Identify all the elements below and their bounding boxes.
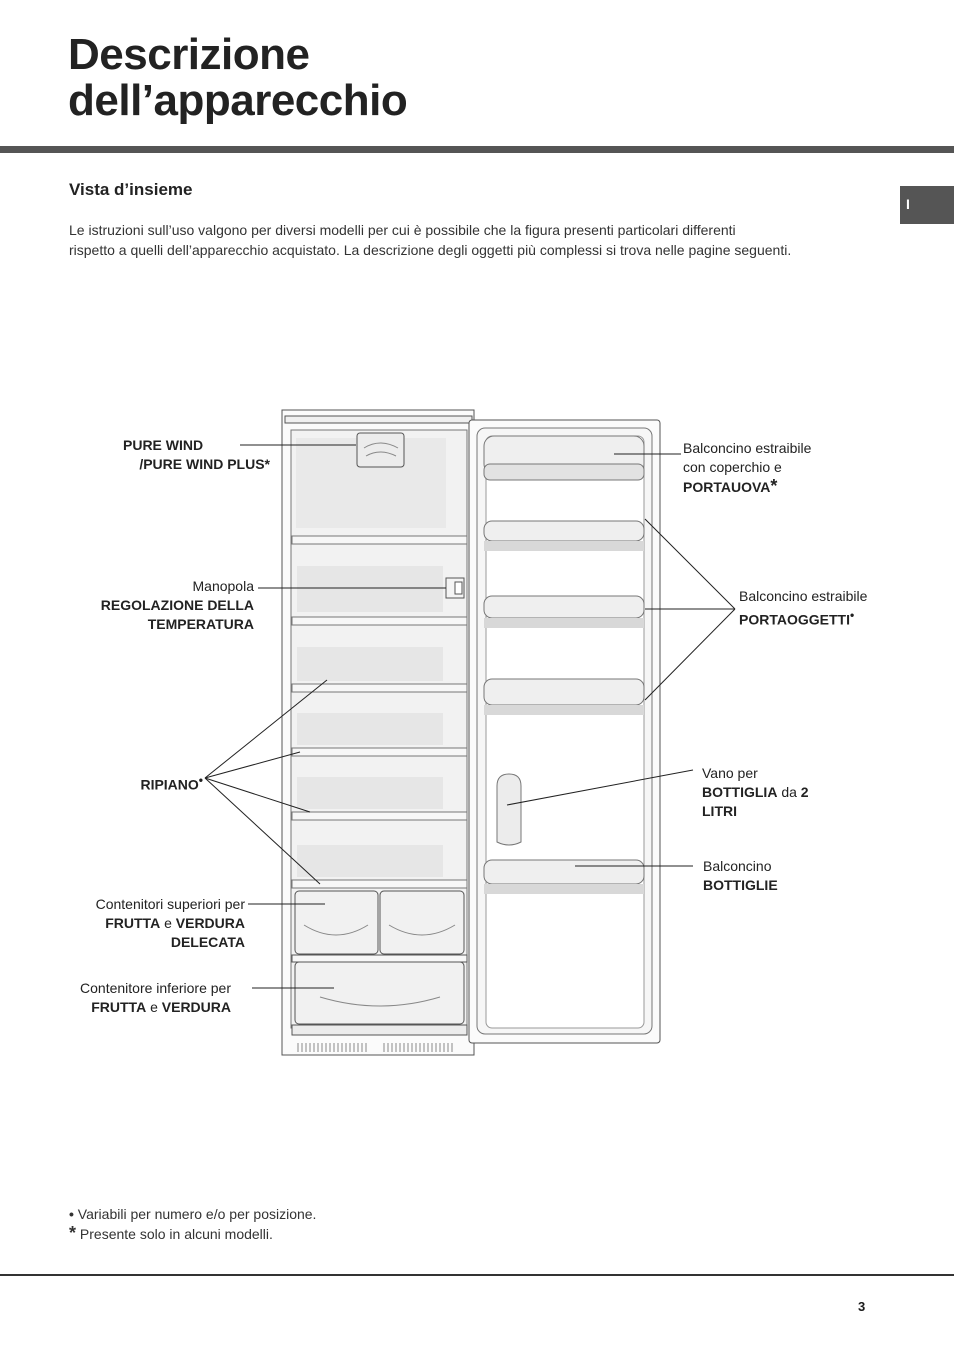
pure-wind-fan <box>356 432 405 468</box>
label-bottle-holder-line3: LITRI <box>702 803 737 819</box>
label-door-bins: Balconcino estraibile PORTAOGGETTI• <box>739 587 939 630</box>
door-bin-2 <box>483 595 645 619</box>
label-egg-tray-line3: PORTAUOVA <box>683 479 771 495</box>
label-thermostat-line1: Manopola <box>192 578 255 594</box>
label-lower-crisper-line1: Contenitore inferiore per <box>80 980 231 996</box>
label-upper-crispers-veg: VERDURA <box>175 915 245 931</box>
bottle-holder <box>496 773 522 846</box>
label-door-bins-line1: Balconcino estraibile <box>739 588 868 604</box>
shelf-3 <box>291 683 468 693</box>
label-thermostat-line3: TEMPERATURA <box>147 616 254 632</box>
label-shelf-mark: • <box>198 773 203 787</box>
label-upper-crispers-fruit: FRUTTA <box>105 915 161 931</box>
language-tab-label: I <box>906 196 910 212</box>
label-lower-crisper: Contenitore inferiore per FRUTTA e VERDU… <box>31 979 231 1017</box>
note-2-mark: * <box>69 1223 77 1243</box>
label-upper-crispers-conj: e <box>160 915 176 931</box>
label-bottle-bin-line1: Balconcino <box>703 858 772 874</box>
label-bottle-bin: Balconcino BOTTIGLIE <box>703 857 903 895</box>
label-bottle-holder-size: 2 <box>800 784 809 800</box>
crisper-drawer-right <box>379 890 465 955</box>
label-thermostat-line2: REGOLAZIONE DELLA <box>100 597 254 613</box>
lower-crisper-drawer <box>294 961 465 1025</box>
door-bin-3 <box>483 678 645 706</box>
label-lower-crisper-veg: VERDURA <box>161 999 231 1015</box>
title-line-1: Descrizione <box>68 30 310 79</box>
crisper-drawer-left <box>294 890 379 955</box>
label-bottle-holder-conj: da <box>777 784 801 800</box>
intro-line-2: rispetto a quelli dell’apparecchio acqui… <box>69 242 792 258</box>
label-pure-wind-line2: /PURE WIND PLUS* <box>139 456 270 472</box>
label-lower-crisper-conj: e <box>146 999 162 1015</box>
label-bottle-holder: Vano per BOTTIGLIA da 2 LITRI <box>702 764 902 821</box>
label-pure-wind: PURE WIND /PURE WIND PLUS* <box>100 436 270 474</box>
label-egg-tray-mark: * <box>770 476 778 496</box>
label-upper-crispers-line1: Contenitori superiori per <box>95 896 245 912</box>
bottle-bin <box>483 859 645 885</box>
label-egg-tray-line2: con coperchio e <box>683 459 782 475</box>
note-2-text: Presente solo in alcuni modelli. <box>76 1226 273 1242</box>
page-number: 3 <box>858 1299 866 1314</box>
note-1-text: Variabili per numero e/o per posizione. <box>73 1206 317 1222</box>
footer-divider <box>0 1274 954 1276</box>
label-bottle-bin-line2: BOTTIGLIE <box>703 877 778 893</box>
label-egg-tray-line1: Balconcino estraibile <box>683 440 812 456</box>
label-thermostat: Manopola REGOLAZIONE DELLA TEMPERATURA <box>54 577 254 634</box>
label-bottle-holder-bottle: BOTTIGLIA <box>702 784 778 800</box>
footnotes: • Variabili per numero e/o per posizione… <box>69 1205 316 1244</box>
label-egg-tray: Balconcino estraibile con coperchio e PO… <box>683 439 883 497</box>
section-heading: Vista d’insieme <box>69 180 193 199</box>
label-shelf-text: RIPIANO <box>140 776 199 793</box>
label-door-bins-line2: PORTAOGGETTI <box>739 611 850 628</box>
label-door-bins-mark: • <box>849 608 855 622</box>
shelf-6 <box>291 879 468 889</box>
label-shelf: RIPIANO• <box>100 771 203 795</box>
label-pure-wind-line1: PURE WIND <box>123 437 204 453</box>
note-1-mark: • <box>69 1206 74 1222</box>
shelf-4 <box>291 747 468 757</box>
title-divider <box>0 146 954 153</box>
language-tab: I <box>900 186 954 224</box>
label-upper-crispers-line3: DELECATA <box>170 934 245 950</box>
shelf-5 <box>291 811 468 821</box>
page-title: Descrizione dell’apparecchio <box>68 30 408 125</box>
door-bin-1 <box>483 520 645 542</box>
intro-line-1: Le istruzioni sull’uso valgono per diver… <box>69 222 736 238</box>
title-line-2: dell’apparecchio <box>68 76 408 125</box>
label-bottle-holder-line1: Vano per <box>702 765 758 781</box>
label-lower-crisper-fruit: FRUTTA <box>91 999 147 1015</box>
shelf-2 <box>291 616 468 626</box>
label-upper-crispers: Contenitori superiori per FRUTTA e VERDU… <box>45 895 245 952</box>
shelf-1 <box>291 535 468 545</box>
intro-paragraph: Le istruzioni sull’uso valgono per diver… <box>69 220 889 260</box>
